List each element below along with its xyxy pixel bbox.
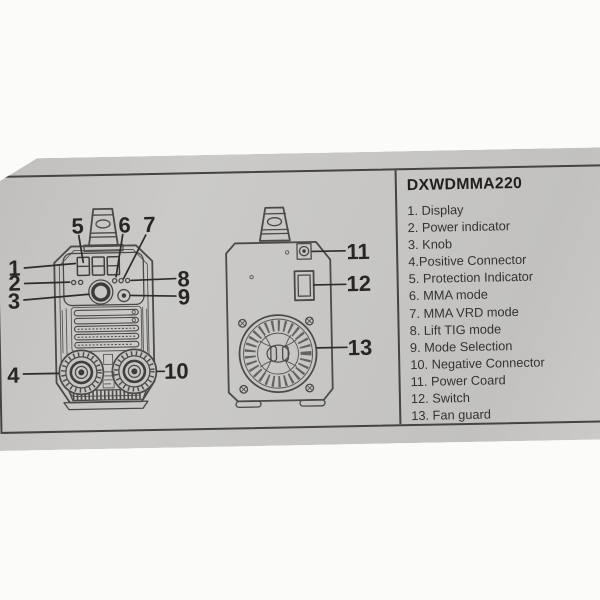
legend-item-fan-guard: 13. Fan guard: [411, 406, 492, 424]
callout-protection-indicator: 5: [71, 213, 84, 238]
side-vents: [62, 307, 147, 355]
callout-positive-connector: 4: [7, 363, 20, 388]
callout-lift-tig-mode: 8: [177, 266, 190, 291]
current-knob: [89, 280, 113, 304]
machine-foot: [236, 401, 261, 407]
handle-base: [84, 245, 123, 252]
callout-power-cord: 11: [346, 239, 370, 264]
leader-lines: [21, 230, 348, 374]
back-body: [226, 242, 333, 402]
power-switch: [294, 271, 314, 300]
machine-foot: [300, 400, 325, 406]
manual-page: 1 2 3 4 5 6 7 8 9 10 11 12 13: [0, 147, 600, 452]
center-panel: [103, 354, 115, 388]
power-protection-leds: [72, 280, 83, 284]
parts-list: 1. Display 2. Power indicator 3. Knob 4.…: [407, 198, 600, 424]
screw: [250, 275, 253, 278]
front-base: [64, 401, 148, 410]
control-panel: [63, 252, 144, 306]
front-view: [53, 208, 157, 410]
mode-leds: [112, 278, 129, 283]
screw: [285, 251, 288, 254]
callout-knob: 3: [8, 289, 21, 314]
power-cord-socket: [297, 243, 311, 259]
fan-guard: [239, 314, 318, 393]
parts-legend: DXWDMMA220 1. Display 2. Power indicator…: [395, 166, 600, 424]
fan-screws: [239, 317, 315, 393]
figure-frame: 1 2 3 4 5 6 7 8 9 10 11 12 13: [0, 164, 600, 434]
callout-negative-connector: 10: [164, 358, 189, 383]
callout-numbers: 1 2 3 4 5 6 7 8 9 10 11 12 13: [4, 208, 373, 388]
model-title: DXWDMMA220: [406, 174, 523, 195]
back-handle: [259, 207, 290, 241]
diagram-pane: 1 2 3 4 5 6 7 8 9 10 11 12 13: [0, 170, 399, 432]
front-handle: [88, 209, 118, 247]
positive-connector: [59, 350, 104, 395]
louver-vents: [71, 306, 142, 351]
callout-power-indicator: 2: [8, 271, 21, 296]
negative-connector: [112, 349, 157, 394]
mode-selection-button: [118, 289, 130, 301]
parts-diagram: 1 2 3 4 5 6 7 8 9 10 11 12 13: [0, 170, 399, 432]
back-view: [225, 207, 333, 408]
callout-switch: 12: [346, 271, 371, 296]
callout-mode-selection: 9: [178, 284, 191, 309]
callout-mma-vrd-mode: 7: [143, 212, 156, 237]
callout-mma-mode: 6: [118, 212, 131, 237]
callout-fan-guard: 13: [347, 335, 372, 360]
callout-display: 1: [8, 256, 21, 281]
